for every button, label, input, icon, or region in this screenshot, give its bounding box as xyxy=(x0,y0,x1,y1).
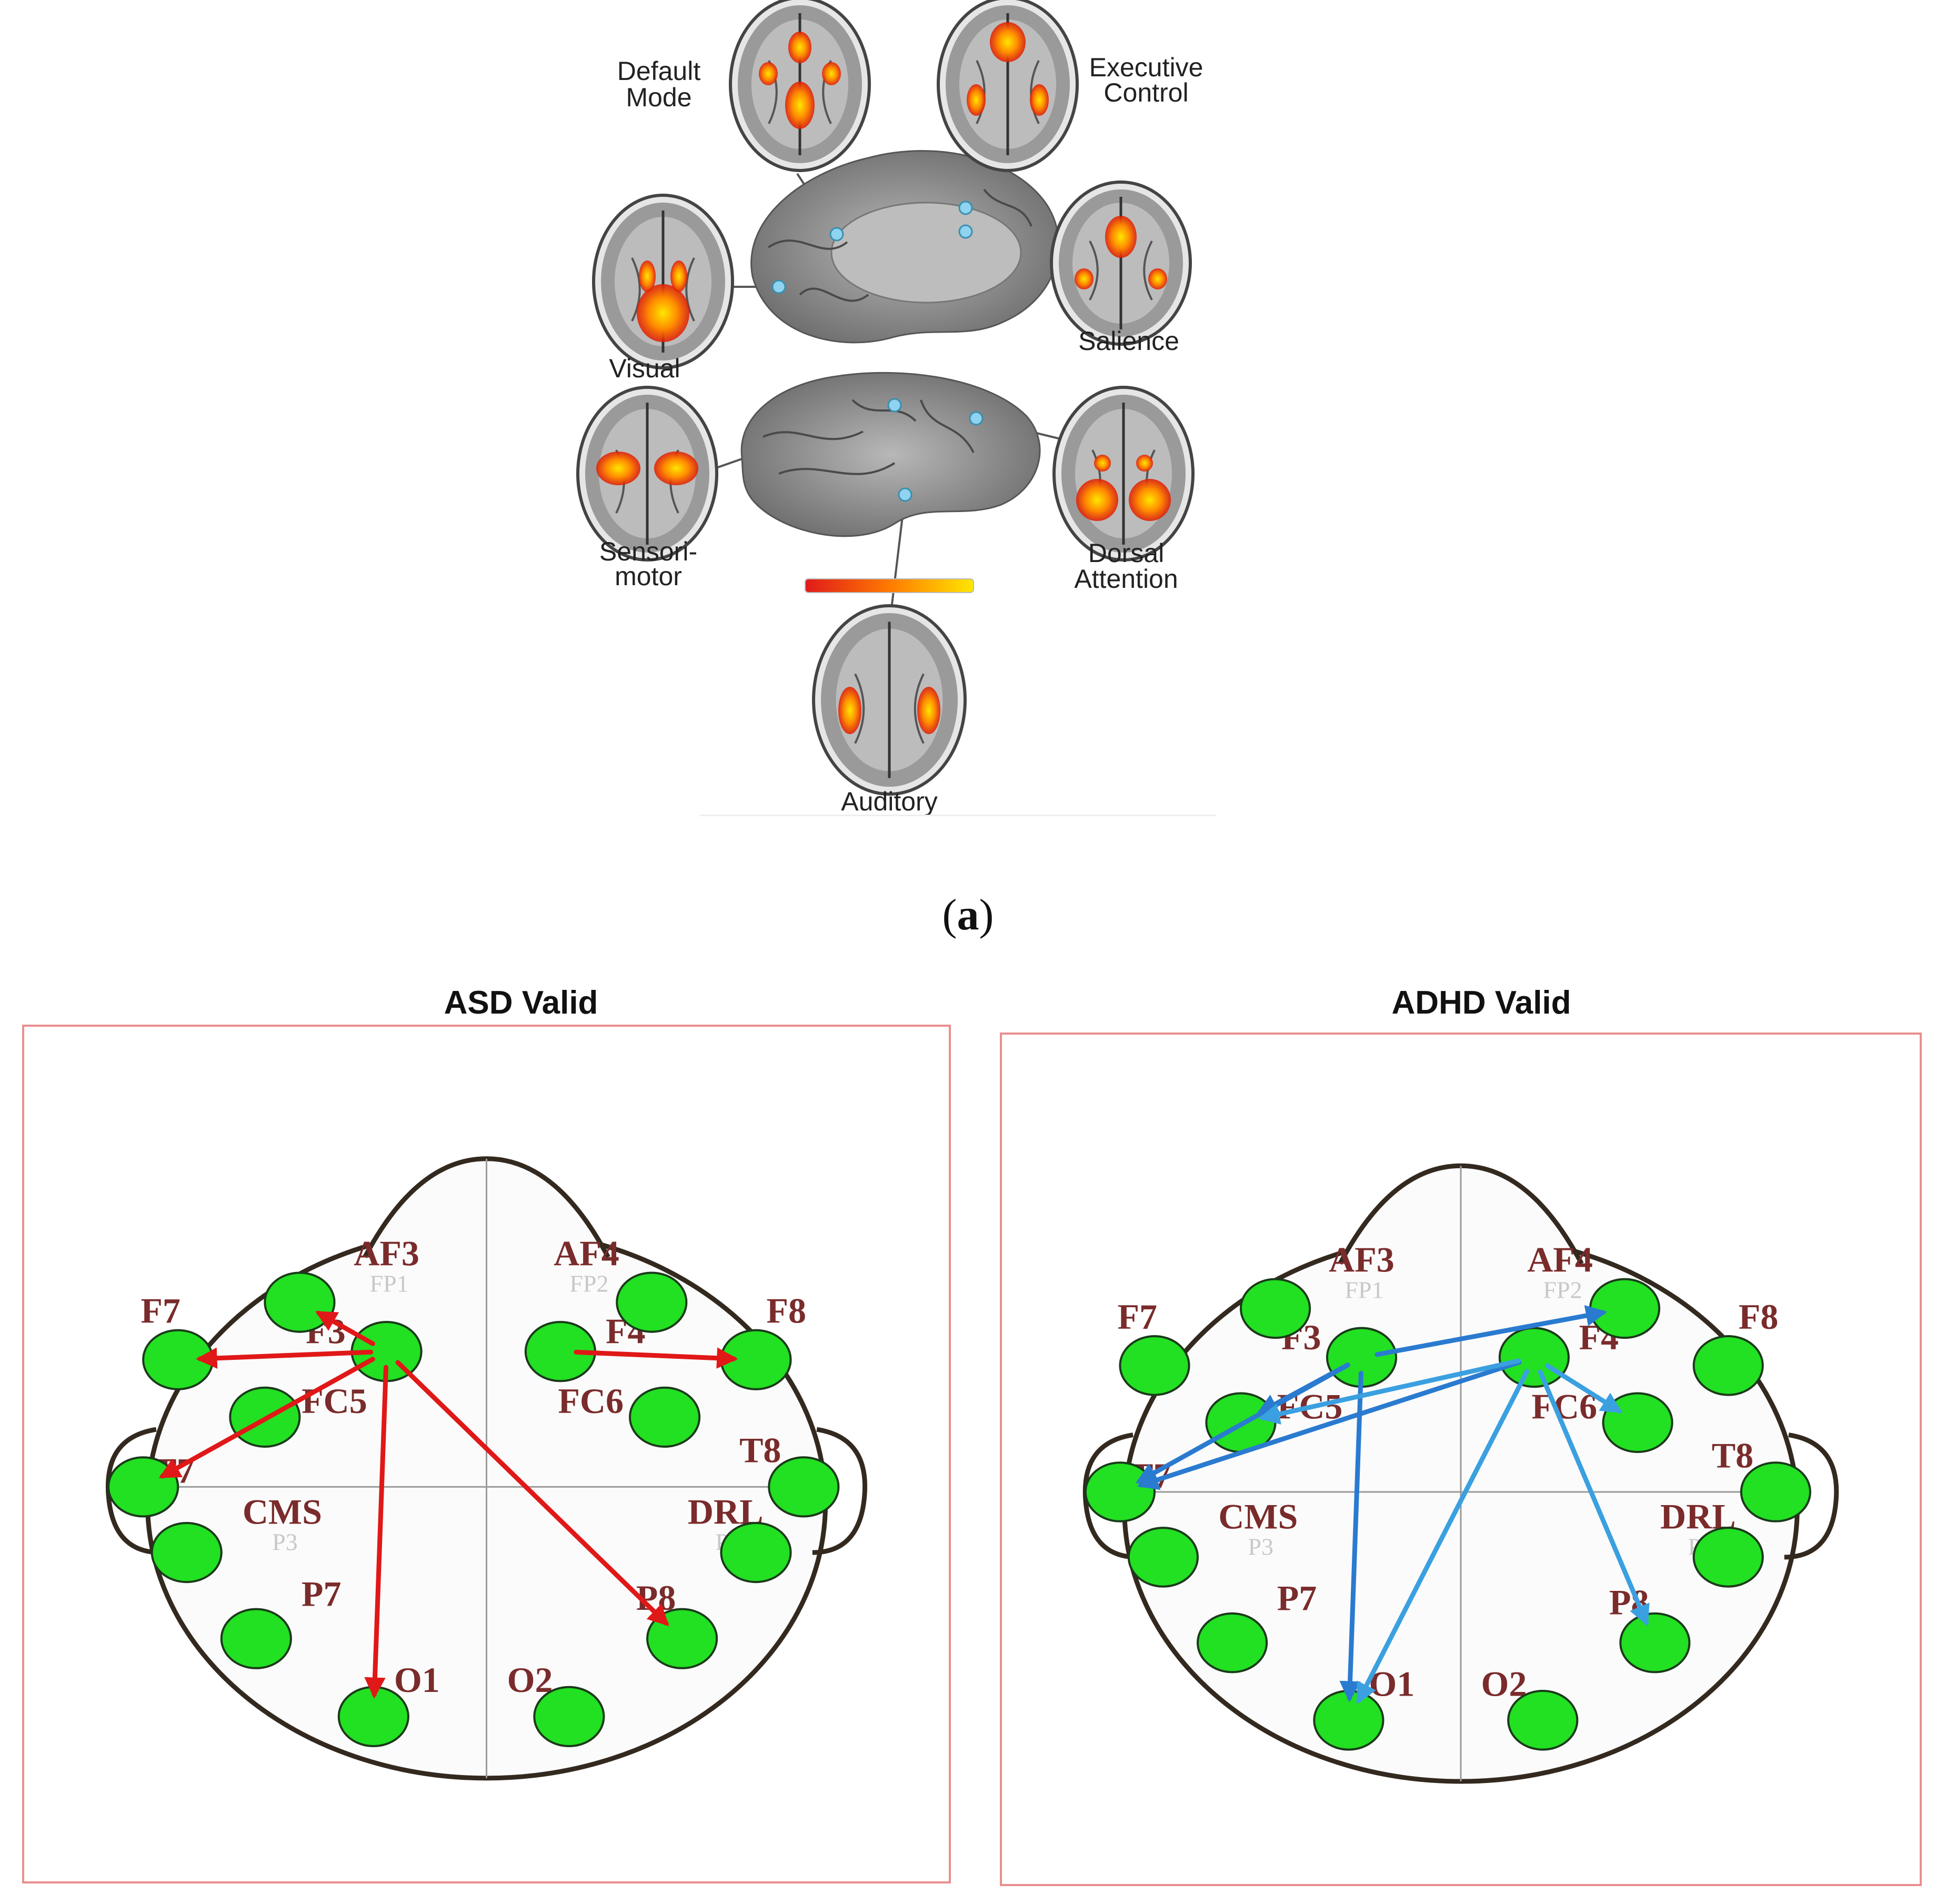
label-executive-1: Executive xyxy=(1089,53,1203,82)
label-o2: O2 xyxy=(1481,1664,1527,1703)
asd-panel-title: ASD Valid xyxy=(444,985,598,1021)
label-dorsal-1: Dorsal xyxy=(1088,538,1164,568)
electrode-cms xyxy=(1127,1527,1199,1588)
label-sensorimotor-2: motor xyxy=(615,562,682,591)
arrow-f3-to-t7 xyxy=(158,1357,375,1479)
arrow-f4-to-fc5 xyxy=(1258,1358,1521,1425)
arrow-f3-to-af4 xyxy=(1375,1305,1608,1357)
label-cms: CMS xyxy=(243,1492,322,1532)
arrow-f3-to-af3 xyxy=(315,1310,375,1346)
color-scale-bar xyxy=(805,578,974,593)
electrode-o2 xyxy=(1507,1690,1579,1751)
label-salience: Salience xyxy=(1078,326,1179,356)
electrode-t7 xyxy=(1084,1461,1156,1522)
label-f8: F8 xyxy=(767,1291,807,1331)
label-fc6: FC6 xyxy=(558,1381,624,1421)
electrode-drl xyxy=(720,1521,792,1584)
arrow-f4-to-t7 xyxy=(1137,1360,1522,1490)
electrode-af3 xyxy=(1239,1278,1311,1339)
network-labels: Default Mode Executive Control Visual Sa… xyxy=(599,53,1203,816)
arrow-f4-to-o1 xyxy=(1356,1369,1530,1705)
electrode-fc6 xyxy=(1602,1392,1673,1454)
salience-slice xyxy=(1050,181,1192,346)
network-slices xyxy=(576,0,1195,796)
label-dorsal-2: Attention xyxy=(1074,564,1178,594)
electrode-p7 xyxy=(220,1608,292,1669)
sensorimotor-slice xyxy=(576,386,718,562)
label-cms: CMS xyxy=(1218,1497,1298,1537)
medial-brain-view xyxy=(750,150,1060,344)
asd-headmap: AF3FP1AF4FP2F7F8F3F4FC5FC6T7T8CMSP3DRLP4… xyxy=(105,1156,868,1781)
label-default-mode-2: Mode xyxy=(626,83,691,112)
label-o2: O2 xyxy=(507,1660,553,1700)
connection-arrows xyxy=(1136,1305,1650,1705)
electrode-t7 xyxy=(107,1456,179,1518)
label-fc5: FC5 xyxy=(302,1381,367,1421)
asd-panel: AF3FP1AF4FP2F7F8F3F4FC5FC6T7T8CMSP3DRLP4… xyxy=(22,1025,951,1883)
electrodes xyxy=(1084,1278,1811,1751)
label-executive-2: Control xyxy=(1104,78,1188,107)
dorsal-attention-slice xyxy=(1052,386,1195,562)
electrode-af4 xyxy=(616,1271,688,1333)
label-af3: AF3 xyxy=(354,1233,419,1273)
label-t8: T8 xyxy=(1712,1435,1753,1475)
electrode-f4 xyxy=(1498,1327,1570,1388)
label-af4: AF4 xyxy=(1527,1240,1593,1280)
lateral-brain-view xyxy=(740,372,1041,593)
label-p7: P7 xyxy=(302,1574,342,1614)
electrode-t8 xyxy=(1740,1461,1811,1522)
default-mode-slice xyxy=(729,0,871,172)
electrode-p8 xyxy=(1619,1612,1691,1673)
adhd-panel-title: ADHD Valid xyxy=(1391,985,1571,1021)
label-af3: AF3 xyxy=(1329,1240,1395,1280)
electrode-o2 xyxy=(533,1686,605,1748)
faint-baseline xyxy=(700,815,1216,816)
electrode-drl xyxy=(1692,1527,1764,1588)
electrode-af3 xyxy=(264,1271,336,1333)
electrode-cms xyxy=(151,1521,223,1584)
label-f7: F7 xyxy=(141,1291,180,1331)
connection-arrows xyxy=(158,1310,738,1699)
executive-control-slice xyxy=(937,0,1079,172)
visual-slice xyxy=(592,194,734,369)
electrode-fc6 xyxy=(629,1386,701,1448)
arrow-f3-to-o1 xyxy=(1339,1370,1363,1702)
adhd-panel: AF3FP1AF4FP2F7F8F3F4FC5FC6T7T8CMSP3DRLP4… xyxy=(1000,1033,1922,1886)
brain-networks-diagram: Default Mode Executive Control Visual Sa… xyxy=(576,0,1216,816)
arrow-f4-to-f8 xyxy=(574,1347,738,1369)
arrow-f4-to-p8 xyxy=(1538,1369,1650,1627)
label-auditory: Auditory xyxy=(841,787,937,816)
adhd-headmap: AF3FP1AF4FP2F7F8F3F4FC5FC6T7T8CMSP3DRLP4… xyxy=(1082,1163,1839,1784)
sublabel-af3: FP1 xyxy=(369,1270,408,1297)
electrode-labels: AF3FP1AF4FP2F7F8F3F4FC5FC6T7T8CMSP3DRLP4… xyxy=(141,1233,806,1700)
label-f7: F7 xyxy=(1117,1297,1157,1337)
sublabel-af4: FP2 xyxy=(1543,1277,1582,1304)
sublabel-cms: P3 xyxy=(1248,1534,1273,1560)
electrode-f8 xyxy=(1692,1335,1764,1396)
electrode-p7 xyxy=(1196,1612,1268,1673)
label-p7: P7 xyxy=(1277,1578,1317,1618)
arrow-f3-to-f7 xyxy=(196,1347,374,1369)
electrode-af4 xyxy=(1589,1278,1661,1339)
arrow-f3-to-p8 xyxy=(395,1360,669,1627)
label-default-mode-1: Default xyxy=(617,56,701,86)
label-fc6: FC6 xyxy=(1531,1387,1597,1427)
label-o1: O1 xyxy=(394,1660,440,1700)
electrode-f7 xyxy=(1119,1335,1190,1396)
arrow-f4-to-fc6 xyxy=(1545,1363,1623,1414)
electrode-t8 xyxy=(768,1456,840,1518)
auditory-slice xyxy=(812,604,967,796)
label-t8: T8 xyxy=(739,1430,781,1470)
label-sensorimotor-1: Sensori- xyxy=(599,537,697,566)
arrow-f3-to-t7 xyxy=(1136,1362,1350,1484)
label-f8: F8 xyxy=(1739,1297,1779,1337)
figure-caption-a: (a) xyxy=(942,890,994,939)
arrow-f3-to-o1 xyxy=(364,1365,388,1699)
sublabel-cms: P3 xyxy=(272,1529,298,1556)
label-af4: AF4 xyxy=(554,1233,619,1273)
sublabel-af3: FP1 xyxy=(1345,1277,1383,1304)
label-visual: Visual xyxy=(609,354,680,383)
sublabel-af4: FP2 xyxy=(569,1270,608,1297)
